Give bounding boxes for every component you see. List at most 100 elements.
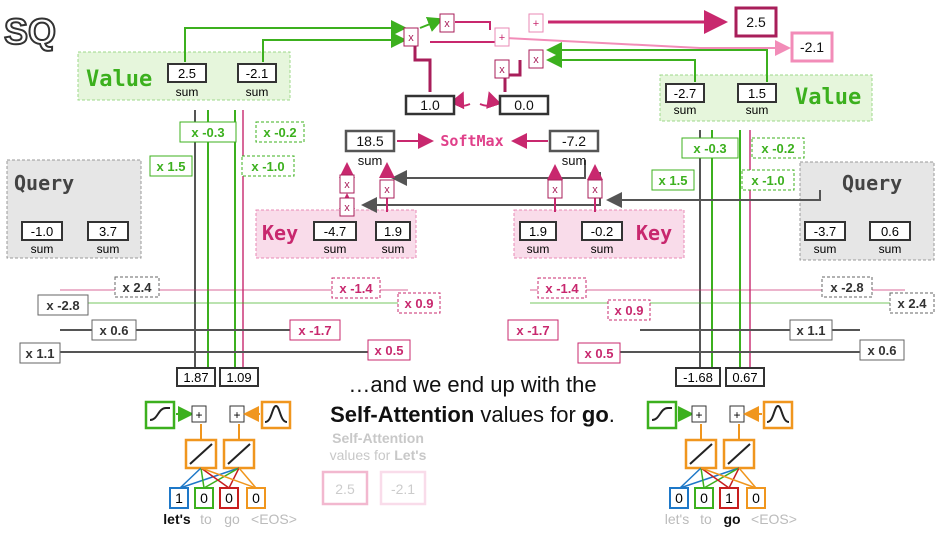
svg-text:+: +	[195, 408, 202, 422]
svg-text:0: 0	[675, 490, 683, 506]
score-box-lets	[344, 129, 396, 153]
svg-text:x: x	[384, 184, 390, 196]
left-key-weights: x -1.4 x 0.9 x -1.7 x 0.5	[289, 277, 441, 361]
token-to: to	[200, 511, 212, 527]
svg-text:sum: sum	[562, 153, 587, 168]
svg-text:0: 0	[225, 490, 233, 506]
right-encoder: + + 0 0 1 0 let's to go <EOS>	[646, 400, 797, 527]
svg-text:x: x	[408, 32, 414, 44]
right-encoded-value-2	[725, 367, 765, 387]
svg-text:0.67: 0.67	[732, 370, 757, 385]
attention-combine-nodes: x x + + x x x x x x x	[339, 13, 603, 217]
left-query-weights: x 2.4 x -2.8 x 0.6 x 1.1	[19, 276, 160, 364]
svg-text:sum: sum	[358, 153, 383, 168]
left-query-output-2	[87, 221, 129, 241]
svg-text:SQ: SQ	[4, 11, 56, 52]
svg-text:3.7: 3.7	[99, 224, 117, 239]
svg-text:+: +	[233, 408, 240, 422]
sigmoid-icon	[144, 400, 176, 430]
multiply-node	[547, 179, 563, 199]
svg-text:x: x	[552, 184, 558, 196]
multiply-node	[494, 59, 510, 79]
svg-text:x 0.9: x 0.9	[615, 303, 644, 318]
svg-text:+: +	[695, 408, 702, 422]
svg-text:1.9: 1.9	[384, 224, 402, 239]
output-go-1	[734, 6, 778, 38]
svg-text:sum: sum	[591, 242, 614, 256]
svg-text:x -1.4: x -1.4	[339, 281, 373, 296]
svg-text:1.9: 1.9	[529, 224, 547, 239]
multiply-node	[587, 179, 603, 199]
svg-text:x -1.7: x -1.7	[298, 323, 331, 338]
svg-text:x 0.6: x 0.6	[868, 343, 897, 358]
svg-text:-4.7: -4.7	[324, 224, 346, 239]
svg-text:-3.7: -3.7	[814, 224, 836, 239]
svg-text:x 1.5: x 1.5	[659, 173, 688, 188]
svg-text:x 0.6: x 0.6	[100, 323, 129, 338]
right-value-label: Value	[795, 85, 861, 110]
svg-text:x 1.1: x 1.1	[797, 323, 826, 338]
svg-text:-1.0: -1.0	[31, 224, 53, 239]
svg-text:x 0.9: x 0.9	[405, 296, 434, 311]
token-to: to	[700, 511, 712, 527]
svg-text:18.5: 18.5	[356, 133, 383, 149]
svg-text:-7.2: -7.2	[562, 133, 586, 149]
svg-text:1.0: 1.0	[420, 97, 440, 113]
token-go: go	[224, 511, 240, 527]
right-key-output-2	[581, 221, 623, 241]
score-box-go	[548, 129, 600, 153]
prob-box-lets	[404, 94, 456, 116]
caption: …and we end up with the Self-Attention v…	[300, 370, 645, 430]
token-eos: <EOS>	[751, 511, 797, 527]
svg-text:x 0.5: x 0.5	[375, 343, 404, 358]
right-query-weights: x -2.8 x 2.4 x 1.1 x 0.6	[789, 276, 935, 361]
svg-text:-2.1: -2.1	[246, 66, 268, 81]
right-key-output-1	[519, 221, 557, 241]
svg-text:sum: sum	[814, 242, 837, 256]
statquest-logo: SQ	[3, 10, 57, 53]
svg-text:1: 1	[725, 490, 733, 506]
svg-text:x 1.5: x 1.5	[157, 159, 186, 174]
caption-line2: Self-Attention values for go.	[330, 402, 615, 427]
svg-text:+: +	[733, 408, 740, 422]
sigmoid-icon	[646, 400, 678, 430]
caption-line1: …and we end up with the	[348, 372, 597, 397]
svg-text:x -1.7: x -1.7	[516, 323, 549, 338]
right-query-output-2	[869, 221, 911, 241]
left-key-output-2	[375, 221, 411, 241]
softmax-block: 18.5 sum -7.2 sum SoftMax 1.0 0.0	[344, 94, 600, 168]
prob-box-go	[498, 94, 550, 116]
svg-text:+: +	[499, 32, 505, 44]
multiply-node	[439, 13, 455, 33]
output-go-2	[790, 31, 834, 63]
right-query-label: Query	[842, 171, 902, 195]
svg-text:x -2.8: x -2.8	[830, 280, 863, 295]
svg-text:x -1.0: x -1.0	[751, 173, 784, 188]
svg-text:x -2.8: x -2.8	[46, 298, 79, 313]
left-query-output-1	[21, 221, 63, 241]
svg-text:x: x	[592, 184, 598, 196]
svg-text:0.6: 0.6	[881, 224, 899, 239]
left-key-output-1	[313, 221, 357, 241]
subcaption: Self-Attention values for Let's	[329, 430, 427, 463]
svg-text:0.0: 0.0	[514, 97, 534, 113]
svg-text:x -0.2: x -0.2	[263, 125, 296, 140]
svg-text:-1.68: -1.68	[683, 370, 713, 385]
add-node	[494, 27, 510, 47]
svg-text:sum: sum	[674, 103, 697, 117]
svg-text:sum: sum	[324, 242, 347, 256]
svg-text:1.5: 1.5	[748, 86, 766, 101]
right-key-label: Key	[636, 221, 672, 245]
svg-text:2.5: 2.5	[178, 66, 196, 81]
svg-text:-0.2: -0.2	[591, 224, 613, 239]
left-value-output-1	[167, 63, 207, 83]
left-value-output-2	[237, 63, 277, 83]
svg-text:1.09: 1.09	[226, 370, 251, 385]
left-key-label: Key	[262, 221, 298, 245]
svg-text:-2.1: -2.1	[391, 481, 415, 497]
right-encoded-value-1	[675, 367, 721, 387]
add-node	[528, 13, 544, 33]
svg-text:sum: sum	[879, 242, 902, 256]
svg-text:sum: sum	[246, 85, 269, 99]
right-query-output-1	[804, 221, 846, 241]
